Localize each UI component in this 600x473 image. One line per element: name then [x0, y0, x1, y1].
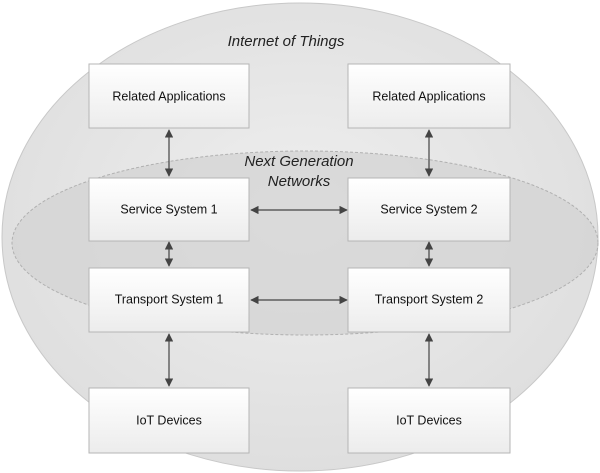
related-applications-right-box: Related Applications: [347, 63, 511, 129]
service-system-2-label: Service System 2: [380, 202, 477, 216]
iot-devices-left-label: IoT Devices: [136, 413, 202, 427]
related-applications-right-label: Related Applications: [372, 89, 485, 103]
service-system-1-box: Service System 1: [88, 177, 250, 242]
related-applications-left-label: Related Applications: [112, 89, 225, 103]
next-generation-networks-label-line1: Next Generation: [244, 153, 353, 170]
service-system-2-box: Service System 2: [347, 177, 511, 242]
iot-devices-right-label: IoT Devices: [396, 413, 462, 427]
next-generation-networks-label-line2: Networks: [268, 173, 331, 190]
related-applications-left-box: Related Applications: [88, 63, 250, 129]
internet-of-things-label: Internet of Things: [228, 33, 345, 50]
iot-devices-right-box: IoT Devices: [347, 387, 511, 454]
transport-system-1-label: Transport System 1: [115, 292, 224, 306]
transport-system-2-label: Transport System 2: [375, 292, 484, 306]
transport-system-1-box: Transport System 1: [88, 267, 250, 333]
transport-system-2-box: Transport System 2: [347, 267, 511, 333]
iot-devices-left-box: IoT Devices: [88, 387, 250, 454]
service-system-1-label: Service System 1: [120, 202, 217, 216]
